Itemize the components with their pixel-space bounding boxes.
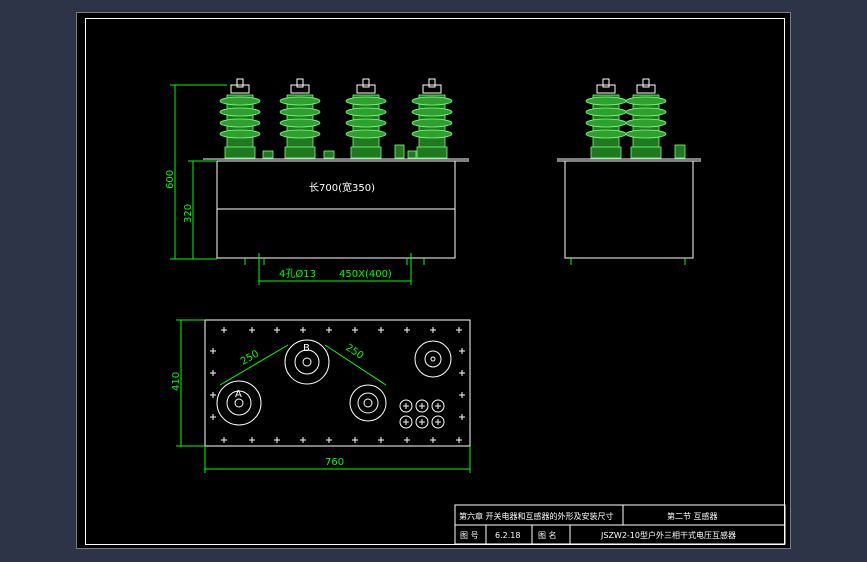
title-block: 第六章 开关电器和互感器的外形及安装尺寸 第二节 互感器 图 号 6.2.18 … [454, 504, 786, 545]
mount-cross [430, 437, 436, 443]
mount-cross [274, 327, 280, 333]
side-terminal [674, 144, 686, 159]
secondary-terminal [431, 399, 445, 413]
front-dimensions: 600 320 4孔Ø13 450X(400) [165, 84, 412, 285]
mount-cross [404, 437, 410, 443]
mount-cross [326, 437, 332, 443]
secondary-terminal [415, 399, 429, 413]
tb-section: 第二节 互感器 [667, 511, 718, 521]
mount-spacing-label: 450X(400) [339, 269, 392, 280]
insulator-4 [411, 78, 453, 159]
tb-fig-number: 6.2.18 [495, 531, 520, 540]
tb-fig-label: 图 号 [460, 531, 479, 540]
drawing-viewport[interactable]: 长700(宽350) [76, 12, 791, 549]
mount-cross [210, 348, 216, 354]
secondary-terminals [399, 399, 445, 429]
mount-cross [378, 437, 384, 443]
mount-cross [352, 437, 358, 443]
technical-drawing: 长700(宽350) [165, 78, 786, 545]
drawing-frame [85, 18, 785, 545]
mount-cross [300, 327, 306, 333]
mount-cross [221, 327, 227, 333]
front-view: 长700(宽350) [165, 78, 469, 285]
mount-cross [210, 370, 216, 376]
dim-height-total: 600 [165, 170, 176, 189]
mount-cross [378, 327, 384, 333]
label-b: B [303, 343, 310, 354]
plan-view: A B [171, 319, 471, 473]
dim-ab: 250 [239, 349, 261, 368]
tank-label: 长700(宽350) [309, 181, 375, 194]
bushing-b: B [284, 339, 330, 385]
side-view [557, 78, 701, 265]
dim-length: 760 [325, 457, 344, 468]
bushing-a: A [216, 380, 262, 426]
insulator-1 [219, 78, 261, 159]
mount-cross [459, 348, 465, 354]
mount-cross [456, 327, 462, 333]
neutral-terminal [414, 340, 452, 378]
mount-cross [456, 437, 462, 443]
mount-cross [430, 327, 436, 333]
mount-cross [404, 327, 410, 333]
mount-cross [459, 370, 465, 376]
dim-height-tank: 320 [183, 204, 194, 223]
tb-chapter: 第六章 开关电器和互感器的外形及安装尺寸 [459, 511, 614, 521]
mount-cross [274, 437, 280, 443]
mount-cross [221, 437, 227, 443]
bushing-c [349, 384, 387, 422]
mount-cross [249, 327, 255, 333]
side-insulator-1 [585, 78, 627, 159]
plan-outline [204, 319, 471, 447]
mount-cross [210, 414, 216, 420]
mount-cross [249, 437, 255, 443]
side-tank [564, 160, 694, 259]
mount-cross [300, 437, 306, 443]
secondary-terminal [399, 415, 413, 429]
terminal-fittings [262, 144, 417, 159]
mount-cross [326, 327, 332, 333]
tb-name-label: 图 名 [538, 530, 557, 540]
mount-cross [210, 392, 216, 398]
tb-name: JSZW2-10型户外三相干式电压互感器 [600, 530, 736, 540]
insulator-2 [279, 78, 321, 159]
mounting-crosses [210, 327, 465, 443]
mount-cross [459, 392, 465, 398]
side-insulator-2 [625, 78, 667, 159]
insulator-3 [345, 78, 387, 159]
secondary-terminal [399, 399, 413, 413]
secondary-terminal [431, 415, 445, 429]
secondary-terminal [415, 415, 429, 429]
mount-holes-label: 4孔Ø13 [279, 268, 316, 280]
dim-depth: 410 [171, 372, 182, 391]
mount-cross [352, 327, 358, 333]
label-a: A [235, 389, 242, 400]
mount-cross [459, 414, 465, 420]
